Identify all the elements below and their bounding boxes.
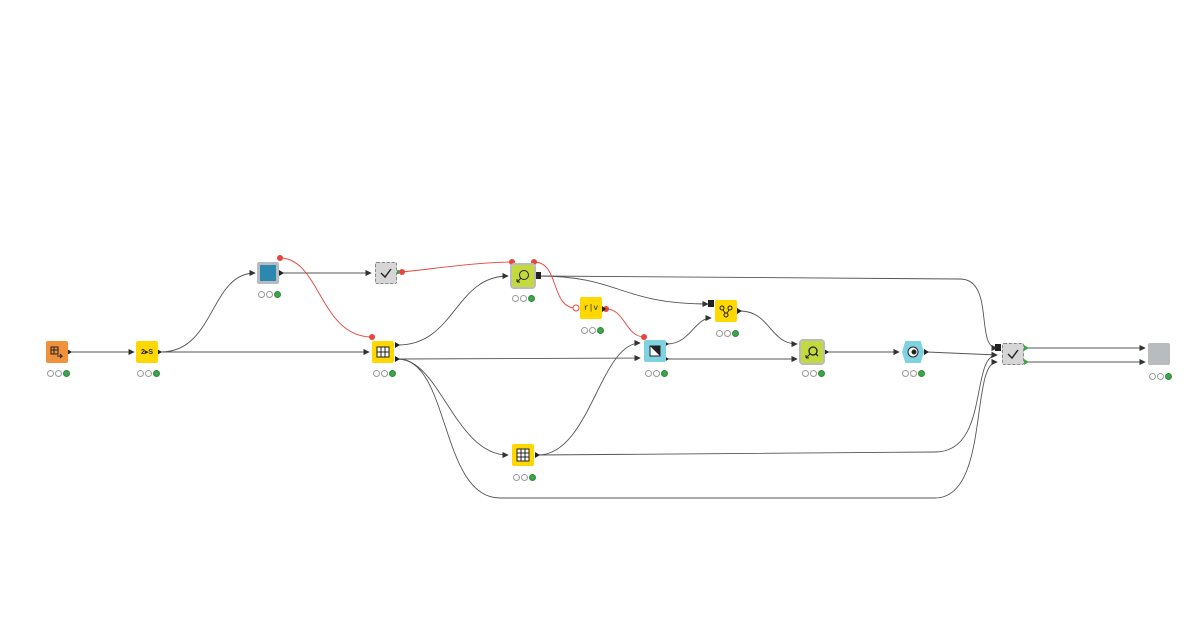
scorer-icon bbox=[907, 346, 919, 358]
flow-variable-port[interactable] bbox=[509, 259, 515, 265]
number-to-string-node[interactable]: 2▸S bbox=[136, 341, 158, 363]
metanode[interactable] bbox=[1002, 343, 1024, 365]
flow-variable-connection[interactable] bbox=[533, 261, 577, 309]
model-port[interactable] bbox=[535, 272, 541, 279]
connection[interactable] bbox=[537, 339, 641, 456]
output-port[interactable] bbox=[279, 270, 284, 276]
checkmark-icon bbox=[380, 268, 392, 279]
connection[interactable] bbox=[537, 351, 998, 456]
connection[interactable] bbox=[739, 310, 798, 348]
table-to-variable-icon: r|v bbox=[583, 303, 599, 313]
connection[interactable] bbox=[666, 314, 712, 345]
flow-variable-port[interactable] bbox=[399, 269, 405, 275]
node-status bbox=[137, 369, 160, 378]
flow-variable-connection[interactable] bbox=[279, 257, 373, 338]
node-status bbox=[902, 369, 925, 378]
table-reader-node[interactable] bbox=[46, 341, 68, 363]
model-port[interactable] bbox=[708, 300, 714, 307]
output-port[interactable] bbox=[157, 349, 162, 355]
flow-variable-port[interactable] bbox=[531, 259, 537, 265]
flow-variable-connection[interactable] bbox=[401, 261, 513, 273]
component-node[interactable] bbox=[257, 262, 279, 284]
output-port[interactable] bbox=[395, 342, 400, 348]
search-learner-node[interactable] bbox=[799, 339, 825, 365]
node-status bbox=[258, 290, 281, 299]
output-port[interactable] bbox=[535, 452, 540, 458]
output-port[interactable] bbox=[1024, 345, 1029, 351]
table-to-variable-node[interactable]: r|v bbox=[580, 297, 602, 319]
node-status bbox=[802, 369, 825, 378]
partitioning-icon bbox=[376, 346, 390, 358]
output-port[interactable] bbox=[1024, 359, 1029, 365]
node-status bbox=[513, 473, 536, 482]
flow-variable-port[interactable] bbox=[369, 334, 375, 340]
number-to-string-icon: 2▸S bbox=[140, 349, 154, 356]
scorer-node[interactable] bbox=[902, 341, 924, 363]
grid-table-icon bbox=[516, 448, 530, 462]
flow-variable-port[interactable] bbox=[641, 334, 647, 340]
partitioning-node[interactable] bbox=[372, 341, 394, 363]
output-port[interactable] bbox=[924, 349, 929, 355]
metanode[interactable] bbox=[375, 262, 397, 284]
output-port[interactable] bbox=[396, 270, 400, 274]
model-port[interactable] bbox=[995, 344, 1001, 351]
output-port[interactable] bbox=[67, 349, 72, 355]
search-learner-icon bbox=[805, 346, 819, 359]
output-port[interactable] bbox=[824, 349, 829, 355]
predictor-icon bbox=[649, 345, 661, 357]
table-reader-icon bbox=[50, 346, 64, 359]
node-status bbox=[645, 369, 668, 378]
checkmark-icon bbox=[1007, 349, 1019, 360]
network-icon bbox=[719, 305, 733, 318]
component-blue-icon bbox=[260, 265, 276, 281]
output-port[interactable] bbox=[737, 308, 742, 314]
node-status bbox=[512, 294, 535, 303]
node-status bbox=[47, 369, 70, 378]
node-status bbox=[373, 369, 396, 378]
flow-variable-port[interactable] bbox=[277, 255, 283, 261]
connection[interactable] bbox=[160, 269, 256, 353]
flow-variable-port[interactable] bbox=[572, 304, 580, 312]
node-status bbox=[1149, 372, 1172, 381]
connection[interactable] bbox=[397, 272, 509, 346]
connection[interactable] bbox=[397, 358, 509, 459]
loop-learner-icon bbox=[516, 270, 529, 283]
flow-variable-connection[interactable] bbox=[605, 308, 645, 338]
connection[interactable] bbox=[926, 351, 998, 358]
connection[interactable] bbox=[397, 354, 641, 362]
connection[interactable] bbox=[537, 275, 998, 352]
output-component-node[interactable] bbox=[1148, 343, 1170, 365]
network-node[interactable] bbox=[715, 300, 737, 322]
grid-table-node[interactable] bbox=[512, 444, 534, 466]
connection[interactable] bbox=[397, 358, 998, 499]
output-port[interactable] bbox=[395, 356, 400, 362]
node-status bbox=[716, 329, 739, 338]
loop-learner-node[interactable] bbox=[510, 263, 536, 289]
output-port[interactable] bbox=[602, 306, 606, 312]
node-status bbox=[581, 326, 604, 335]
predictor-node[interactable] bbox=[644, 340, 666, 362]
connection[interactable] bbox=[537, 275, 709, 308]
